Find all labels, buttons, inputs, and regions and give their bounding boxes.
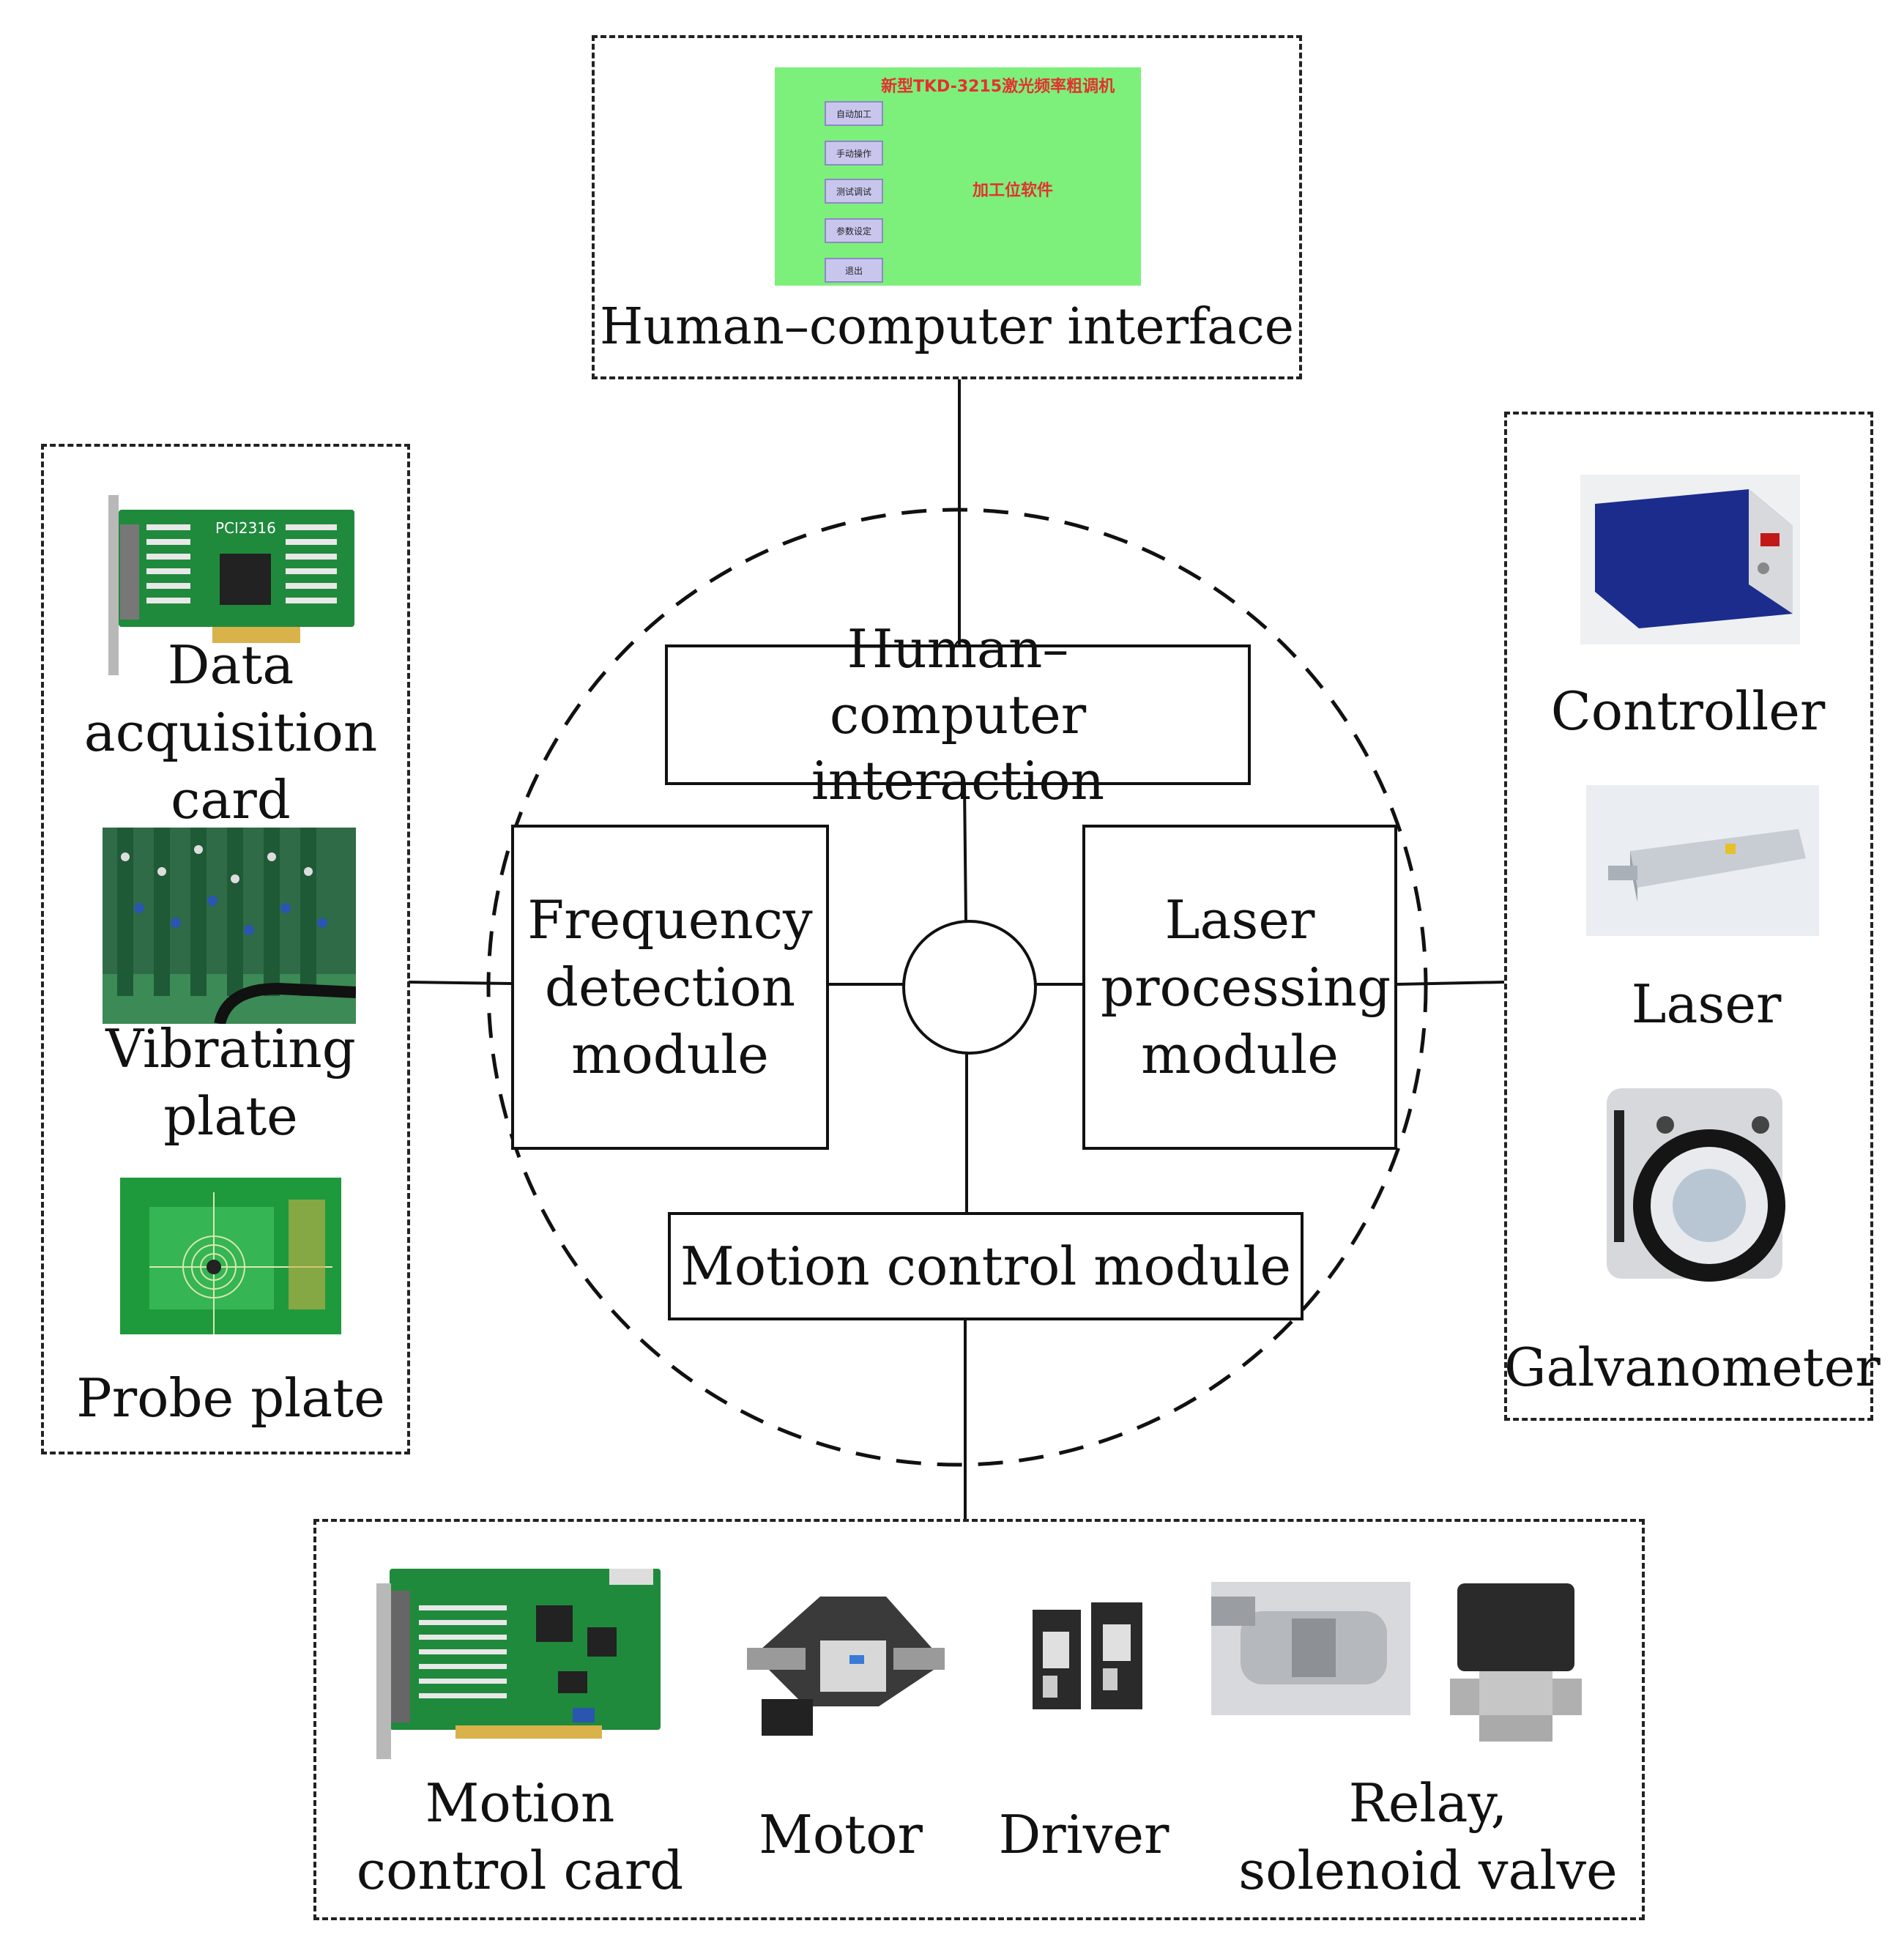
laser-label: Laser	[1631, 973, 1782, 1035]
laser-module-label: Laser processing module	[1101, 888, 1391, 1086]
solenoid-valve-image	[1450, 1583, 1582, 1742]
hci-module-label: Human–computer interaction	[811, 618, 1105, 811]
line-hci-to-hub	[963, 784, 967, 922]
board-text: PCI2316	[215, 519, 276, 537]
system-dashed-circle	[486, 508, 1428, 1467]
hmi-button-manual[interactable]: 手动操作	[825, 141, 883, 166]
data-acquisition-card-image: PCI2316	[108, 495, 354, 675]
controller-label: Controller	[1550, 680, 1826, 742]
hmi-button-params[interactable]: 参数设定	[825, 218, 883, 243]
hmi-button-auto[interactable]: 自动加工	[825, 101, 883, 126]
right-group-box	[1504, 412, 1873, 1421]
frequency-module-box: Frequency detection module	[511, 825, 829, 1150]
bottom-group-box	[313, 1519, 1645, 1920]
relay-solenoid-valve-label: Relay, solenoid valve	[1238, 1772, 1618, 1902]
hmi-screen-subtitle: 加工位软件	[973, 182, 1054, 200]
central-hub	[902, 920, 1037, 1055]
laser-module-box: Laser processing module	[1082, 825, 1397, 1150]
hmi-button-exit[interactable]: 退出	[825, 258, 883, 283]
galvanometer-image	[1607, 1088, 1785, 1282]
relay-image	[1211, 1582, 1410, 1715]
data-acquisition-card-label: Data acquisition card	[83, 634, 378, 831]
motion-module-box: Motion control module	[668, 1212, 1304, 1320]
vibrating-plate-image	[103, 828, 356, 1024]
line-laser-to-right	[1397, 981, 1505, 986]
driver-image	[1033, 1602, 1142, 1709]
hmi-caption: Human–computer interface	[599, 298, 1295, 356]
hmi-screen-title: 新型TKD-3215激光频率粗调机	[881, 78, 1115, 96]
hci-module-box: Human–computer interaction	[665, 618, 1251, 811]
laser-image	[1586, 785, 1819, 936]
motion-module-label: Motion control module	[680, 1235, 1291, 1297]
probe-plate-image	[120, 1178, 341, 1334]
motion-control-card-image	[376, 1569, 661, 1759]
line-left-to-freq	[408, 981, 513, 985]
hmi-screen: 新型TKD-3215激光频率粗调机 自动加工 手动操作 测试调试 参数设定 退出…	[775, 67, 1141, 286]
frequency-module-label: Frequency detection module	[527, 888, 813, 1086]
left-group-box	[41, 444, 410, 1454]
motor-label: Motor	[759, 1804, 923, 1865]
motor-image	[747, 1597, 945, 1736]
driver-label: Driver	[998, 1804, 1169, 1865]
probe-plate-label: Probe plate	[76, 1367, 385, 1429]
controller-image	[1580, 475, 1800, 644]
galvanometer-label: Galvanometer	[1504, 1337, 1881, 1398]
hmi-button-test[interactable]: 测试调试	[825, 179, 883, 204]
motion-control-card-label: Motion control card	[356, 1772, 684, 1902]
hmi-group-box	[592, 35, 1302, 379]
vibrating-plate-label: Vibrating plate	[105, 1018, 356, 1148]
